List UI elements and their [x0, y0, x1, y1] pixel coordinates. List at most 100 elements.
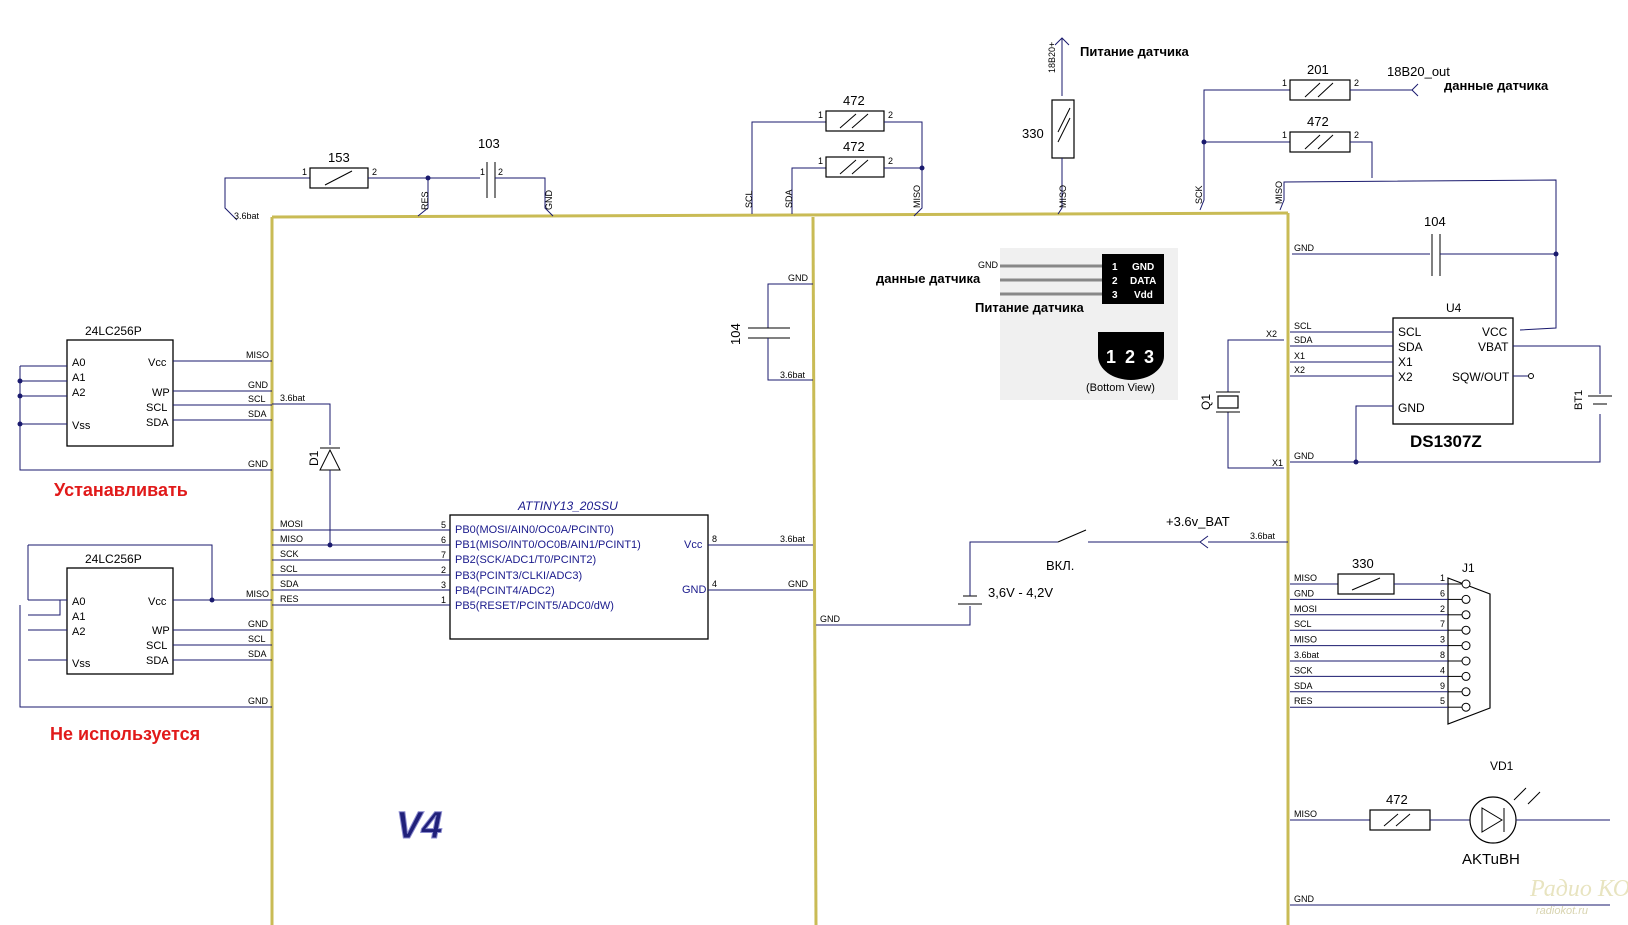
net-mcu-res: RES — [280, 594, 299, 604]
eeprom1-pin-a2: A2 — [72, 387, 85, 399]
v4-logo: V4 — [396, 805, 442, 847]
j1-pin-number: 8 — [1440, 650, 1445, 660]
svg-text:1: 1 — [441, 595, 446, 605]
crystal-q1: Q1 X2 X1 GND — [1199, 329, 1356, 469]
svg-text:4: 4 — [712, 579, 717, 589]
rtc-ds1307: U4 SCL SDA X1 X2 GND VCC VBAT SQW/OUT DS… — [1290, 301, 1612, 465]
battery-switch: ВКЛ. 3,6V - 4,2V +3.6v_BAT 3.6bat GND — [816, 514, 1288, 626]
r330b-label: 330 — [1352, 556, 1374, 571]
net-switch-bat: 3.6bat — [1250, 531, 1276, 541]
net-label-res-top: RES — [420, 191, 430, 210]
c104a-capacitor: GND 3.6bat 104 — [728, 273, 813, 381]
svg-text:6: 6 — [441, 535, 446, 545]
j1-net-label: SCL — [1294, 619, 1312, 629]
j1-pin-contact — [1461, 702, 1471, 712]
d1-diode: 3.6bat D1 — [272, 393, 341, 548]
sensor-in-label: 18B20+ — [1047, 42, 1057, 73]
j1-pin-number: 4 — [1440, 665, 1445, 675]
r472b-label: 472 — [843, 139, 865, 154]
net-label-miso-top: MISO — [912, 185, 922, 208]
net-eeprom2-gnd: GND — [248, 619, 269, 629]
bottom-num-2: 2 — [1125, 347, 1135, 367]
rtc-pin-scl: SCL — [1398, 325, 1422, 339]
rtc-pin-gnd: GND — [1398, 401, 1425, 415]
bus-lines — [270, 211, 1290, 925]
mcu-pin-pb4: PB4(PCINT4/ADC2) — [455, 585, 555, 597]
pinout-num-3: 3 — [1112, 290, 1118, 301]
c103-label: 103 — [478, 136, 500, 151]
i2c-pullups: 472 1 2 472 1 2 SCL SDA MISO — [744, 93, 925, 217]
r472c-label: 472 — [1307, 114, 1329, 129]
j1-net-label: MOSI — [1294, 604, 1317, 614]
mcu-pin-pb2: PB2(SCK/ADC1/T0/PCINT2) — [455, 554, 596, 566]
j1-net-label: RES — [1294, 696, 1313, 706]
eeprom1-pin-vss: Vss — [72, 420, 91, 432]
net-label-sda-top: SDA — [784, 189, 794, 208]
j1-pin-number: 1 — [1440, 573, 1445, 583]
aktivn-label: AKTuBH — [1462, 851, 1520, 868]
net-label-miso-top-right: MISO — [1274, 181, 1284, 204]
j1-pin-number: 6 — [1440, 588, 1445, 598]
j1-pin-contact — [1461, 610, 1471, 620]
bottom-num-3: 3 — [1144, 347, 1154, 367]
eeprom1-pin-vcc: Vcc — [148, 357, 167, 369]
vd1-led: 472 VD1 AKTuBH MISO GND — [1290, 759, 1610, 906]
c104b-label: 104 — [1424, 214, 1446, 229]
not-used-note: Не используется — [50, 724, 200, 744]
j1-pin-contact — [1461, 671, 1471, 681]
eeprom1-name: 24LC256P — [85, 324, 142, 338]
mcu-pin-gnd: GND — [682, 584, 707, 596]
install-note: Устанавливать — [54, 480, 188, 500]
bt1-label: BT1 — [1573, 390, 1585, 410]
net-bottom-gnd: GND — [1294, 894, 1315, 904]
mcu-pin-pb3: PB3(PCINT3/CLKI/ADC3) — [455, 570, 582, 582]
net-q1-x2: X2 — [1266, 329, 1277, 339]
net-mcu-bat: 3.6bat — [780, 534, 806, 544]
svg-text:1: 1 — [818, 156, 823, 166]
j1-net-label: 3.6bat — [1294, 650, 1320, 660]
eeprom1-pin-a1: A1 — [72, 372, 85, 384]
rtc-name: U4 — [1446, 301, 1462, 315]
svg-text:1: 1 — [818, 110, 823, 120]
net-eeprom1-miso: MISO — [246, 350, 269, 360]
eeprom2-name: 24LC256P — [85, 552, 142, 566]
power-sensor-label-top: Питание датчика — [1080, 44, 1190, 59]
net-eeprom1-scl: SCL — [248, 394, 266, 404]
svg-text:2: 2 — [372, 167, 377, 177]
r330a-label: 330 — [1022, 126, 1044, 141]
j1-pin-contact — [1461, 579, 1471, 589]
eeprom2-pin-wp: WP — [152, 625, 170, 637]
j1-pin-number: 2 — [1440, 604, 1445, 614]
net-label-3.6bat-top: 3.6bat — [234, 211, 260, 221]
net-eeprom2-miso: MISO — [246, 589, 269, 599]
rtc-pin-sda: SDA — [1398, 340, 1423, 354]
sensor-data-label-pinout: данные датчика — [876, 271, 981, 286]
mcu-pin-pb1: PB1(MISO/INT0/OC0B/AIN1/PCINT1) — [455, 539, 641, 551]
net-label-gnd-c104a: GND — [788, 273, 809, 283]
svg-text:2: 2 — [888, 110, 893, 120]
svg-text:1: 1 — [302, 167, 307, 177]
net-mcu-sda: SDA — [280, 579, 299, 589]
net-q1-gnd: GND — [1294, 451, 1315, 461]
r472d-label: 472 — [1386, 792, 1408, 807]
net-rtc-scl: SCL — [1294, 321, 1312, 331]
net-rtc-x1: X1 — [1294, 351, 1305, 361]
j1-pin-contact — [1461, 656, 1471, 666]
net-label-sck-top: SCK — [1194, 185, 1204, 204]
svg-text:2: 2 — [498, 167, 503, 177]
j1-net-label: MISO — [1294, 573, 1317, 583]
r201-label: 201 — [1307, 62, 1329, 77]
net-switch-gnd: GND — [820, 614, 841, 624]
mcu-attiny13: ATTINY13_20SSU PB0(MOSI/AIN0/OC0A/PCINT0… — [272, 499, 813, 640]
sensor-data-label-top: данные датчика — [1444, 78, 1549, 93]
rtc-pin-vbat: VBAT — [1478, 340, 1509, 354]
rtc-pin-x2: X2 — [1398, 370, 1413, 384]
net-mcu-miso: MISO — [280, 534, 303, 544]
j1-pin-number: 9 — [1440, 681, 1445, 691]
net-mcu-gnd: GND — [788, 579, 809, 589]
j1-pin-contact — [1461, 625, 1471, 635]
svg-text:1: 1 — [1282, 130, 1287, 140]
r153-resistor: 1 2 153 3.6bat — [224, 150, 480, 221]
